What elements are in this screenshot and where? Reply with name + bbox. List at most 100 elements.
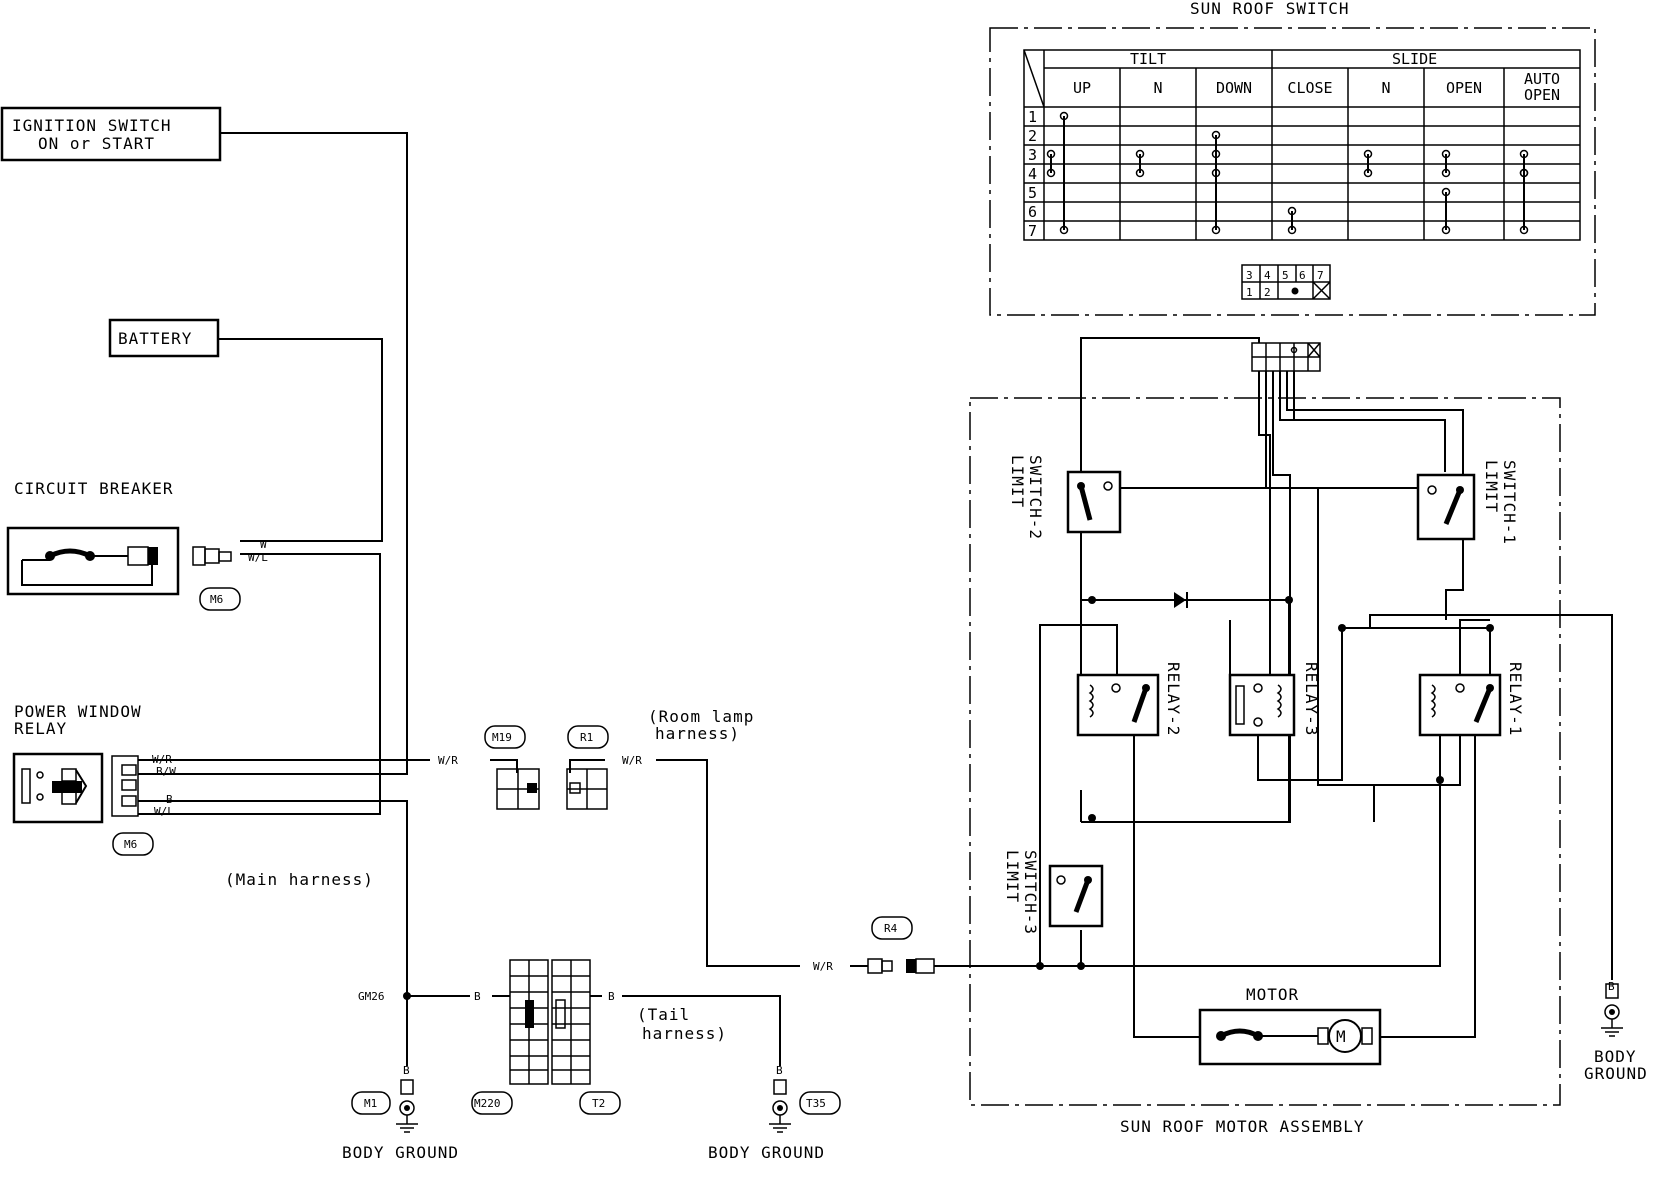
gm26-splice [403,992,411,1000]
switch-terminal [1519,168,1529,178]
room-lamp-wire [656,759,800,967]
svg-text:SWITCH-3: SWITCH-3 [1021,850,1040,935]
relay-2 [1076,673,1160,737]
table-column-header-4: CLOSE [1287,79,1332,97]
svg-text:M220: M220 [474,1097,501,1110]
main-harness-label: (Main harness) [225,870,374,889]
t2-tag [579,1091,621,1115]
svg-text:M6: M6 [210,593,223,606]
m1-tag [351,1091,391,1115]
t2-connector [551,959,591,1085]
svg-text:M6: M6 [124,838,137,851]
switch-terminal [1211,225,1221,235]
group-slide: SLIDE [1392,50,1437,68]
relay-1-label: RELAY-1 [1506,662,1525,736]
svg-text:R4: R4 [884,922,898,935]
svg-text:T35: T35 [806,1097,826,1110]
svg-text:B: B [403,1064,410,1077]
room-lamp-harness-label: (Room lamp [648,707,754,726]
svg-text:3: 3 [1246,269,1253,282]
svg-text:W/L: W/L [248,551,268,564]
svg-text:1: 1 [1246,286,1253,299]
svg-text:B: B [166,793,173,806]
gm26-label: GM26 [358,990,385,1003]
limit-switch-1 [1416,473,1476,541]
switch-terminal [1059,111,1069,121]
body-ground-left-label: BODY GROUND [342,1143,459,1162]
battery-label: BATTERY [118,329,192,348]
switch-terminal [1287,225,1297,235]
left-wires [138,132,518,1066]
m6-breaker-tag [199,587,241,611]
table-row-header-3: 3 [1028,146,1037,164]
svg-text:M1: M1 [364,1097,377,1110]
svg-text:W/L: W/L [154,805,174,818]
svg-text:M19: M19 [492,731,512,744]
switch-terminal [1519,149,1529,159]
m6-relay-connector [111,755,139,817]
circuit-breaker-label: CIRCUIT BREAKER [14,479,174,498]
table-column-header-6: OPEN [1446,79,1482,97]
m6-breaker-connector [192,546,232,566]
table-row-header-2: 2 [1028,127,1037,145]
group-tilt: TILT [1130,50,1166,68]
switch-terminal [1441,187,1451,197]
table-column-lines [1119,68,1505,240]
m220-connector [509,959,549,1085]
r4-connector [867,958,935,974]
table-column-header-5: N [1381,79,1390,97]
limit-switch-3-label: LIMIT [1003,850,1022,903]
table-column-header-2: N [1153,79,1162,97]
switch-terminal [1211,130,1221,140]
relay-1 [1418,673,1502,737]
switch-connection-marks [1046,111,1529,235]
splice-dots [1036,596,1494,970]
svg-text:7: 7 [1317,269,1324,282]
svg-text:B: B [1608,980,1615,993]
table-column-header-7: OPEN [1524,86,1560,104]
table-row-header-5: 5 [1028,184,1037,202]
svg-text:6: 6 [1299,269,1306,282]
m1-ground-symbol [396,1079,418,1133]
diode-icon [1174,592,1188,608]
limit-switch-2 [1066,470,1122,534]
sun-roof-motor-assembly-frame [969,397,1561,1106]
switch-terminal [1441,168,1451,178]
sun-roof-switch-label: SUN ROOF SWITCH [1190,0,1350,18]
sun-roof-motor-assembly-label: SUN ROOF MOTOR ASSEMBLY [1120,1117,1365,1136]
r1-tag [567,725,609,749]
relay-3-label: RELAY-3 [1302,662,1321,736]
switch-terminal [1363,168,1373,178]
svg-text:T2: T2 [592,1097,605,1110]
switch-terminal [1441,149,1451,159]
motor-icon [1328,1019,1362,1053]
svg-text:W/R: W/R [438,754,458,767]
table-row-header-1: 1 [1028,108,1037,126]
svg-text:M: M [1336,1027,1346,1046]
switch-terminal [1519,225,1529,235]
switch-terminal [1135,149,1145,159]
svg-text:2: 2 [1264,286,1271,299]
power-window-relay-label: POWER WINDOW [14,702,142,721]
r4-tag [871,916,913,940]
svg-text:harness): harness) [655,724,740,743]
limit-switch-3 [1048,864,1104,928]
svg-text:4: 4 [1264,269,1271,282]
svg-text:B/W: B/W [156,765,176,778]
svg-text:GROUND: GROUND [1584,1064,1648,1083]
right-ground-symbol [1601,983,1623,1037]
ignition-switch-label: IGNITION SWITCH [12,116,172,135]
table-column-header-7: AUTO [1524,70,1560,88]
sun-roof-switch-frame [989,27,1596,316]
motor-label: MOTOR [1246,985,1299,1004]
t35-ground-symbol [769,1079,791,1133]
table-row-header-7: 7 [1028,222,1037,240]
switch-terminal [1441,225,1451,235]
svg-text:B: B [474,990,481,1003]
switch-terminal [1363,149,1373,159]
table-column-header-3: DOWN [1216,79,1252,97]
